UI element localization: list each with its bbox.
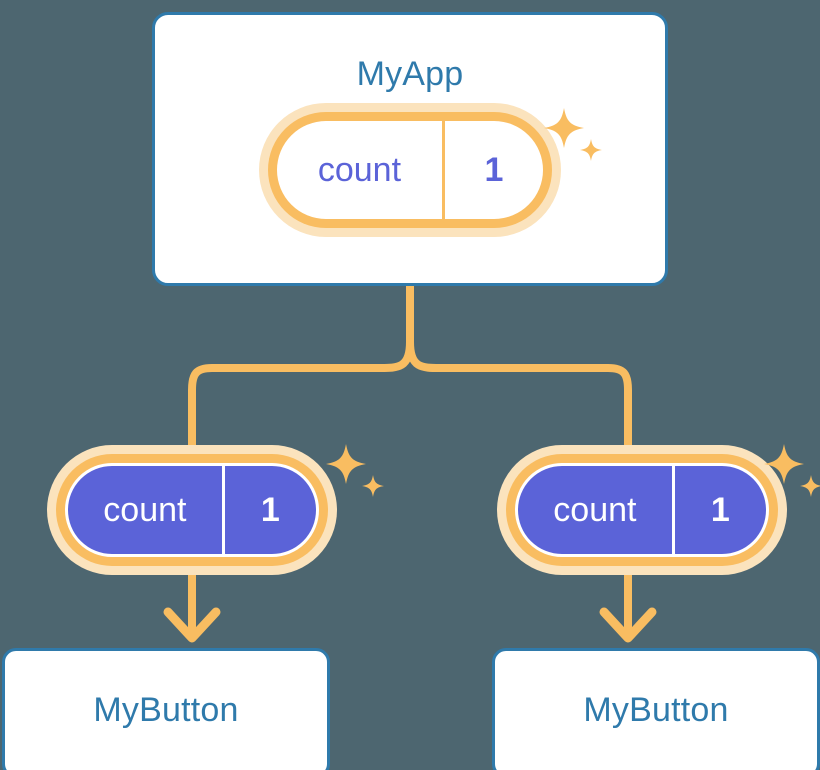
pill-inner: count 1 <box>277 121 543 219</box>
connector-branch-left <box>188 338 414 466</box>
pill-body: count 1 <box>56 454 328 566</box>
state-value-label: 1 <box>221 466 316 554</box>
pill-body: count 1 <box>268 112 552 228</box>
state-key-label: count <box>553 491 637 529</box>
state-pill-left[interactable]: count 1 <box>56 454 328 566</box>
component-card-mybutton-right[interactable]: MyButton <box>492 648 820 770</box>
pill-inner: count 1 <box>515 463 769 557</box>
state-pill-myapp[interactable]: count 1 <box>268 112 552 228</box>
arrow-head-right-icon <box>599 607 657 643</box>
state-pill-right[interactable]: count 1 <box>506 454 778 566</box>
state-key-label: count <box>103 491 187 529</box>
pill-body: count 1 <box>506 454 778 566</box>
arrow-head-left-icon <box>163 607 221 643</box>
connector-branch-right <box>406 338 632 466</box>
pill-inner: count 1 <box>65 463 319 557</box>
state-value-label: 1 <box>441 121 543 219</box>
state-value-label: 1 <box>671 466 766 554</box>
page-title: MyApp <box>356 55 464 93</box>
state-key-label: count <box>317 151 402 189</box>
card-title: MyButton <box>583 691 729 729</box>
component-card-mybutton-left[interactable]: MyButton <box>2 648 330 770</box>
card-title: MyButton <box>93 691 239 729</box>
sparkle-icon <box>322 440 390 508</box>
